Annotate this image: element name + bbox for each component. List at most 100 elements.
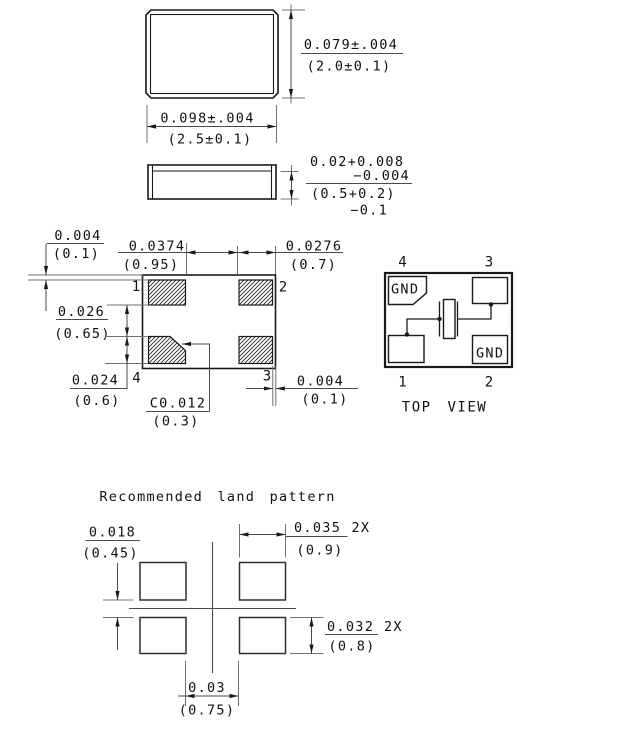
extension-line (272, 366, 277, 406)
top-view-caption: TOP VIEW (402, 400, 487, 416)
gnd-label-bottom: GND (476, 346, 504, 362)
dim-land-inner-gap-mm: (0.75) (179, 703, 236, 719)
dim-pad-gap-mm: (0.65) (54, 326, 111, 342)
dim-package-width: 0.098±.004 (2.5±0.1) (146, 105, 277, 148)
land-pattern-title: Recommended land pattern (99, 489, 335, 505)
dim-edge-gap-inch: 0.004 (54, 228, 101, 244)
dim-height-mm: (2.0±0.1) (307, 59, 392, 75)
extension-line (239, 524, 286, 558)
side-end-caps (151, 165, 273, 199)
package-outline (145, 9, 279, 99)
pad-1 (147, 279, 187, 306)
extension-line (185, 661, 239, 706)
dim-edge-gap-right: 0.004 (0.1) (246, 366, 358, 408)
extension-line (186, 243, 276, 274)
dim-width-mm: (2.5±0.1) (168, 132, 253, 148)
dim-span-right-mm: (0.7) (290, 257, 337, 273)
land-pad-top-left (139, 561, 187, 601)
dim-package-height: 0.079±.004 (2.0±0.1) (282, 4, 403, 104)
dim-edge-gap-mm: (0.1) (53, 246, 100, 262)
centerlines (129, 542, 296, 673)
dim-edge-gap-right-mm: (0.1) (301, 392, 348, 408)
package-front-view: 0.079±.004 (2.0±0.1) 0.098±.004 (2.5±0.1… (145, 4, 403, 148)
dim-pad-gap-vertical: 0.026 (0.65) (54, 304, 148, 342)
dim-pad-height-inch: 0.024 (72, 373, 119, 389)
dim-land-gap-inch: 0.018 (89, 525, 136, 541)
dim-pad-gap-inch: 0.026 (58, 304, 105, 320)
dim-height-inch: 0.079±.004 (304, 37, 398, 53)
pad-3 (238, 335, 274, 365)
junction-dot (404, 332, 410, 337)
extension-line (290, 617, 324, 654)
dim-land-pad-height-qty: 2X (384, 619, 403, 635)
extension-line (105, 304, 148, 337)
dim-chamfer-mm: (0.3) (152, 414, 199, 430)
schematic-pin-3: 3 (485, 255, 493, 271)
land-pad-top-right (238, 561, 287, 601)
land-pattern-view: Recommended land pattern 0.018 (0.45) 0.… (82, 489, 403, 719)
pin-label-1: 1 (132, 279, 140, 295)
dim-land-pad-width-mm: (0.9) (296, 543, 343, 559)
crystal-body (442, 298, 456, 340)
dim-span-left-mm: (0.95) (123, 257, 180, 273)
leader-line (70, 363, 128, 389)
dim-chamfer-inch: C0.012 (150, 396, 207, 412)
dim-land-pad-width-inch: 0.035 (294, 520, 341, 536)
dim-land-gap-y: 0.018 (0.45) (82, 525, 140, 650)
land-pad-bottom-left (139, 616, 187, 655)
side-body (147, 164, 277, 200)
dim-land-pad-width-qty: 2X (352, 520, 371, 536)
connection-wires (406, 303, 492, 336)
dim-pad-spans-top: 0.0374 (0.95) 0.0276 (0.7) (118, 239, 343, 274)
dim-edge-gap-right-inch: 0.004 (297, 374, 344, 390)
pad-2 (238, 279, 274, 306)
package-outline-inner (149, 13, 275, 95)
dim-land-inner-gap-inch: 0.03 (188, 680, 226, 696)
schematic-pin-1: 1 (398, 375, 406, 391)
dim-thickness-mm-tol: −0.1 (350, 203, 388, 219)
pin-label-4: 4 (132, 371, 140, 387)
dim-land-pad-width: 0.035 2X (0.9) (239, 520, 371, 559)
schematic-pad-4-gnd (387, 275, 428, 306)
extension-line (280, 171, 299, 200)
crystal-symbol (404, 298, 494, 340)
dim-land-pad-height-mm: (0.8) (328, 639, 375, 655)
dim-land-inner-gap: 0.03 (0.75) (178, 661, 239, 719)
gnd-label-top: GND (391, 282, 419, 298)
dim-thickness: 0.02+0.008 −0.004 (0.5+0.2) −0.1 (280, 154, 412, 219)
dim-thickness-inch: 0.02+0.008 (310, 154, 404, 170)
leader-arrow (182, 341, 210, 412)
dim-span-left-inch: 0.0374 (129, 239, 186, 255)
dim-span-right-inch: 0.0276 (286, 239, 343, 255)
schematic-top-view: GND GND 4 3 1 2 TOP VIEW (383, 255, 514, 416)
extension-line (146, 105, 277, 143)
package-side-view: 0.02+0.008 −0.004 (0.5+0.2) −0.1 (147, 154, 412, 219)
schematic-pad-1 (387, 334, 425, 364)
schematic-body (383, 271, 514, 369)
extension-line (28, 274, 149, 281)
pad-4-chamfered (147, 335, 187, 365)
dim-thickness-tol: −0.004 (353, 168, 410, 184)
pin-label-2: 2 (279, 280, 287, 296)
junction-dot (488, 302, 494, 307)
dim-width-inch: 0.098±.004 (160, 111, 254, 127)
extension-line (282, 9, 305, 99)
dim-land-pad-height: 0.032 2X (0.8) (290, 617, 403, 655)
dim-land-gap-mm: (0.45) (82, 546, 139, 562)
dim-thickness-mm: (0.5+0.2) (311, 186, 396, 202)
pin-label-3: 3 (263, 369, 271, 385)
dim-pad-height-mm: (0.6) (73, 393, 120, 409)
dim-land-pad-height-inch: 0.032 (327, 619, 374, 635)
junction-dot (437, 316, 442, 322)
schematic-pad-2-gnd (471, 334, 509, 365)
dim-pad-height: 0.024 (0.6) (70, 336, 148, 409)
package-bottom-view: 1 2 3 4 0.004 (0.1) 0.0374 (0.95) 0.0276… (28, 228, 358, 430)
dim-edge-gap-left: 0.004 (0.1) (28, 228, 149, 311)
schematic-pin-2: 2 (485, 375, 493, 391)
schematic-pad-3 (471, 276, 509, 305)
dim-chamfer: C0.012 (0.3) (146, 341, 210, 430)
extension-line (103, 599, 134, 618)
schematic-pin-4: 4 (398, 255, 406, 271)
